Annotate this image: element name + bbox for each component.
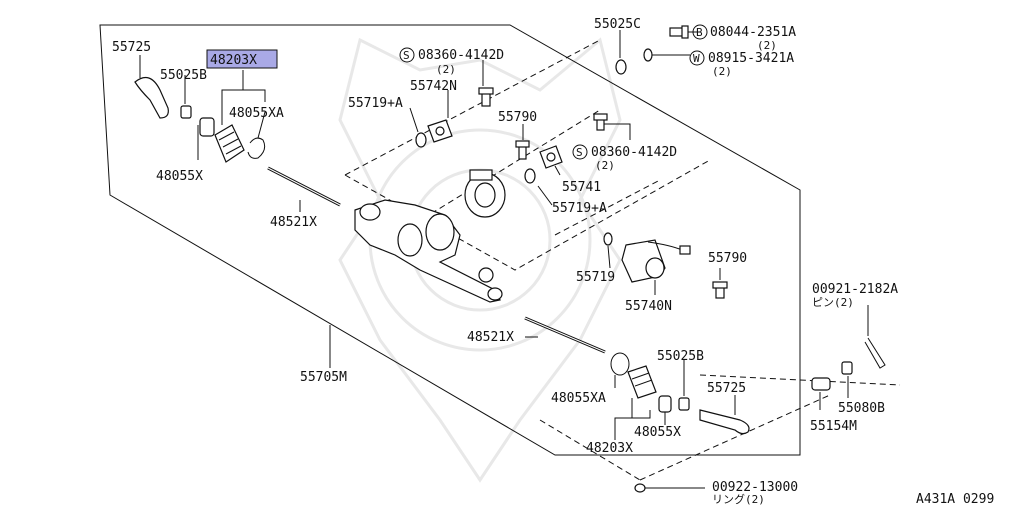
label-08360-middle[interactable]: 08360-4142D (591, 145, 677, 160)
label-00921[interactable]: 00921-2182A (812, 282, 898, 297)
label-48203x-lower[interactable]: 48203X (586, 441, 633, 456)
diagram-id: A431A 0299 (916, 492, 994, 507)
o-ring-55719[interactable] (603, 232, 613, 246)
label-55719a-middle[interactable]: 55719+A (552, 201, 607, 216)
note-00921: ピン(2) (812, 296, 854, 309)
boot-lower[interactable] (627, 365, 657, 399)
qty-08044: (2) (757, 39, 777, 52)
nut-upper[interactable] (180, 105, 192, 119)
label-08915[interactable]: 08915-3421A (708, 51, 794, 66)
label-48521x-upper[interactable]: 48521X (270, 215, 317, 230)
nut-55080b[interactable] (841, 361, 853, 375)
label-55025c[interactable]: 55025C (594, 17, 641, 32)
link-arm-lower[interactable] (699, 409, 750, 435)
prefix-b: B (696, 26, 703, 39)
label-55741[interactable]: 55741 (562, 180, 601, 195)
actuator-motor[interactable] (621, 239, 691, 283)
label-48055x-lower[interactable]: 48055X (634, 425, 681, 440)
label-48203x-upper[interactable]: 48203X (210, 53, 257, 68)
ring-clip-upper[interactable] (247, 137, 266, 159)
nut-lower[interactable] (678, 397, 690, 411)
gear-housing[interactable] (354, 199, 503, 303)
label-55025b-upper[interactable]: 55025B (160, 68, 207, 83)
cotter-pin[interactable] (864, 337, 886, 369)
o-ring-middle[interactable] (524, 168, 536, 184)
highlight-box (206, 49, 278, 69)
label-55742n[interactable]: 55742N (410, 79, 457, 94)
label-55080b[interactable]: 55080B (838, 401, 885, 416)
qty-08360-middle: (2) (595, 159, 615, 172)
ball-joint[interactable] (811, 377, 831, 391)
washer-55025c[interactable] (615, 59, 627, 75)
label-08044[interactable]: 08044-2351A (710, 25, 796, 40)
actuator-valve[interactable] (464, 169, 506, 218)
circle-s-upper (399, 47, 415, 63)
qty-08360-upper: (2) (436, 63, 456, 76)
part-labels: 55725 48203X 55025B 48055XA 48055X 48521… (112, 17, 994, 507)
circle-w (689, 50, 705, 66)
prefix-w: W (693, 52, 700, 65)
washer-08915[interactable] (643, 48, 653, 62)
label-55790-upper[interactable]: 55790 (498, 110, 537, 125)
ring-clip-lower[interactable] (610, 352, 630, 376)
label-48055xa-lower[interactable]: 48055XA (551, 391, 606, 406)
qty-08915: (2) (712, 65, 732, 78)
prefix-s-upper: S (403, 49, 410, 62)
o-ring-upper[interactable] (415, 132, 427, 148)
label-00922[interactable]: 00922-13000 (712, 480, 798, 495)
label-55790-lower[interactable]: 55790 (708, 251, 747, 266)
assembly-outline (99, 24, 801, 456)
link-arm-upper[interactable] (134, 76, 169, 119)
clamp-upper[interactable] (199, 117, 215, 137)
circle-b (692, 24, 708, 40)
label-55719a-upper[interactable]: 55719+A (348, 96, 403, 111)
note-00922: リング(2) (712, 492, 765, 506)
label-48521x-lower[interactable]: 48521X (467, 330, 514, 345)
label-48055x-upper[interactable]: 48055X (156, 169, 203, 184)
label-55725-lower[interactable]: 55725 (707, 381, 746, 396)
label-55705m[interactable]: 55705M (300, 370, 347, 385)
circle-s-middle (572, 144, 588, 160)
label-08360-upper[interactable]: 08360-4142D (418, 48, 504, 63)
label-55725-upper[interactable]: 55725 (112, 40, 151, 55)
clamp-lower[interactable] (658, 395, 672, 413)
ring-00922[interactable] (634, 483, 646, 493)
label-55740n[interactable]: 55740N (625, 299, 672, 314)
prefix-s-middle: S (576, 146, 583, 159)
label-55154m[interactable]: 55154M (810, 419, 857, 434)
leader-lines (139, 30, 869, 489)
label-48055xa-upper[interactable]: 48055XA (229, 106, 284, 121)
phantom-lines (344, 39, 901, 481)
label-55025b-lower[interactable]: 55025B (657, 349, 704, 364)
label-55719[interactable]: 55719 (576, 270, 615, 285)
